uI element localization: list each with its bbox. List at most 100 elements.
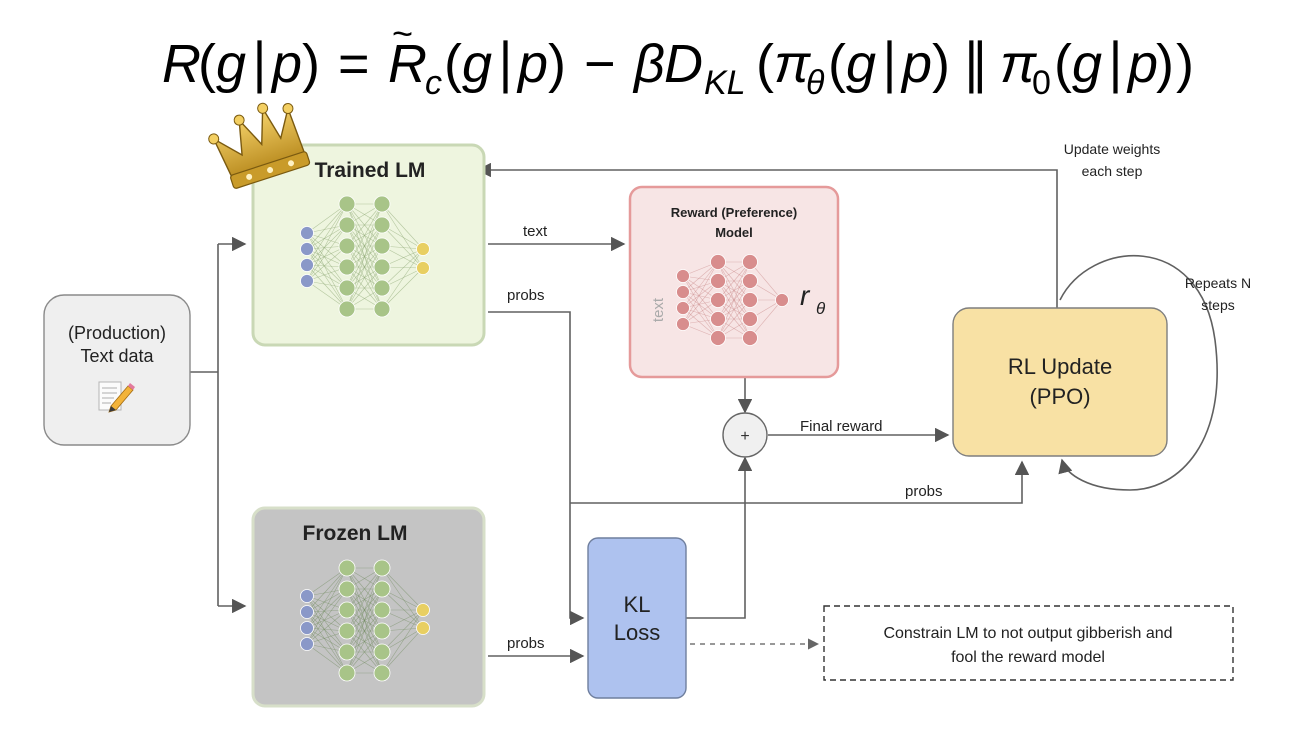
- network-node: [373, 300, 391, 318]
- text-data-label-1: (Production): [68, 323, 166, 343]
- formula-given-2: ∣: [492, 34, 519, 94]
- network-connection: [749, 299, 783, 339]
- formula-pi-theta: π: [774, 34, 811, 94]
- network-connection: [346, 203, 383, 247]
- network-connection: [306, 611, 348, 674]
- network-node: [338, 300, 356, 318]
- edge-label-probs-frozen: probs: [507, 635, 545, 652]
- network-node: [338, 664, 356, 682]
- network-connection: [306, 232, 348, 268]
- connectors: [190, 162, 1218, 664]
- network-connection: [717, 261, 751, 320]
- formula-p-3: p: [900, 34, 932, 94]
- network-connection: [381, 224, 424, 269]
- network-connection: [381, 627, 424, 674]
- network-connection: [346, 567, 383, 611]
- network-node: [710, 273, 726, 289]
- network-connection: [717, 261, 751, 301]
- network-node: [742, 292, 758, 308]
- network-node: [338, 216, 356, 234]
- network-node: [338, 195, 356, 213]
- network-connection: [346, 245, 383, 310]
- formula-pi-zero: π: [1000, 34, 1037, 94]
- network-connection: [306, 609, 348, 645]
- network-connection: [381, 609, 424, 653]
- constraint-note-box: [823, 605, 1234, 681]
- network-connection: [346, 630, 383, 674]
- formula-open-paren-3: (: [756, 34, 774, 94]
- trained-lm-network: [300, 195, 430, 318]
- notepad-pencil-icon: [98, 381, 135, 413]
- network-connection: [306, 248, 348, 310]
- kl-loss-label-2: Loss: [614, 620, 660, 645]
- edge-trained-probs-to-kl: [488, 311, 585, 626]
- formula-open-paren-2: (: [444, 34, 462, 94]
- network-node: [300, 242, 314, 256]
- network-connection: [306, 567, 348, 629]
- formula-parallel: ∥: [962, 34, 989, 94]
- edge-update-weights: [476, 162, 1058, 308]
- formula-close-paren-5: ): [1156, 34, 1174, 94]
- reward-output-theta: θ: [816, 299, 826, 318]
- network-node: [676, 301, 690, 315]
- network-connection: [381, 203, 424, 250]
- frozen-lm-node: Frozen LM: [251, 506, 486, 708]
- network-connection: [306, 248, 348, 289]
- network-node: [300, 621, 314, 635]
- network-connection: [306, 627, 348, 674]
- frozen-lm-network: [300, 559, 430, 682]
- network-node: [742, 254, 758, 270]
- network-node: [300, 605, 314, 619]
- network-connection: [306, 567, 348, 645]
- network-node: [373, 580, 391, 598]
- network-connection: [306, 232, 348, 289]
- formula-close-paren-3: ): [1176, 34, 1194, 94]
- edge-probs-to-rl: [570, 460, 1030, 504]
- network-node: [710, 292, 726, 308]
- edge-label-final-reward: Final reward: [800, 418, 883, 435]
- network-node: [338, 622, 356, 640]
- formula-r-tilde: R: [388, 34, 427, 94]
- formula-close-paren-2: ): [548, 34, 566, 94]
- network-node: [373, 258, 391, 276]
- reward-model-node: Reward (Preference) Model text r θ: [628, 185, 840, 379]
- network-connection: [682, 280, 719, 325]
- network-connection: [381, 203, 424, 269]
- network-connection: [306, 567, 348, 613]
- formula-subscript-zero: 0: [1032, 64, 1051, 102]
- edge-label-repeats-2: steps: [1201, 297, 1234, 313]
- network-node: [676, 269, 690, 283]
- plus-sign: +: [740, 428, 749, 445]
- network-node: [676, 317, 690, 331]
- edge-repeats-loop: [1058, 255, 1218, 491]
- network-connection: [306, 611, 348, 653]
- network-connection: [306, 595, 348, 653]
- network-connection: [717, 261, 751, 339]
- network-node: [338, 237, 356, 255]
- plus-node: +: [722, 412, 768, 458]
- network-connection: [306, 595, 348, 674]
- text-data-box: [43, 294, 191, 446]
- network-node: [742, 330, 758, 346]
- formula-close-paren: ): [302, 34, 320, 94]
- rl-update-label-1: RL Update: [1008, 354, 1112, 379]
- network-node: [775, 293, 789, 307]
- network-node: [373, 622, 391, 640]
- network-node: [710, 311, 726, 327]
- formula-p-4: p: [1126, 34, 1158, 94]
- formula-minus: −: [584, 34, 616, 94]
- network-connection: [381, 567, 424, 611]
- formula-given: ∣: [246, 34, 273, 94]
- formula-subscript-kl: KL: [704, 64, 746, 102]
- network-connection: [717, 280, 751, 339]
- kl-loss-box: [587, 537, 687, 699]
- network-connection: [381, 567, 424, 629]
- network-connection: [346, 567, 383, 632]
- network-connection: [682, 275, 719, 320]
- edge-labels: text probs probs Final reward probs Upda…: [507, 141, 1251, 652]
- network-node: [742, 311, 758, 327]
- network-connection: [682, 291, 719, 339]
- network-connection: [306, 224, 348, 282]
- network-node: [338, 643, 356, 661]
- formula-close-paren-4: ): [932, 34, 950, 94]
